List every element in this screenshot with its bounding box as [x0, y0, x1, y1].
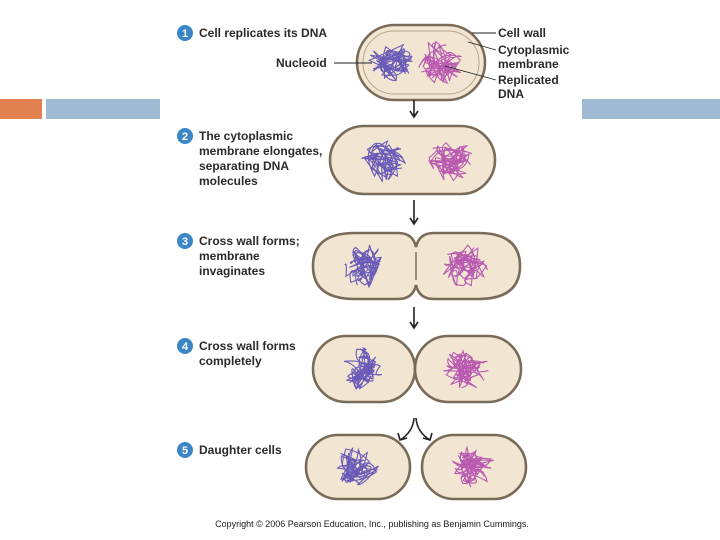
step-5-text-line-1: Daughter cells — [199, 443, 282, 457]
step-1-text-line-1: Cell replicates its DNA — [199, 26, 327, 40]
accent-bar-orange — [0, 99, 42, 119]
step-5-number-circle — [177, 442, 193, 458]
arrow-stage-4-to-5-right — [415, 417, 433, 441]
replicated-dna-leader-line — [444, 65, 497, 81]
stage-2-cell — [328, 124, 497, 196]
step-4-text-line-2: completely — [199, 354, 262, 368]
stage-1-dna-left — [368, 43, 413, 82]
step-3-text-line-2: membrane — [199, 249, 260, 263]
step-2-text-line-2: membrane elongates, — [199, 144, 322, 158]
arrow-stage-4-to-5-left — [397, 417, 415, 441]
stage-2-dna-right — [428, 142, 473, 182]
step-2-number: 2 — [182, 131, 188, 143]
step-3-text-line-3: invaginates — [199, 264, 265, 278]
replicated-dna-label-line-1: Replicated — [498, 73, 559, 87]
nucleoid-label: Nucleoid — [276, 56, 327, 70]
cytoplasmic-membrane-leader-line — [467, 41, 497, 51]
stage-5-dna-left — [336, 447, 379, 486]
step-3-number-circle — [177, 233, 193, 249]
arrow-stage-1-to-2 — [409, 100, 419, 119]
copyright-notice: Copyright © 2006 Pearson Education, Inc.… — [215, 519, 529, 529]
arrow-stage-2-to-3 — [409, 200, 419, 226]
step-2-text-line-1: The cytoplasmic — [199, 129, 293, 143]
stage-3-dna-right — [442, 244, 489, 287]
stage-2-dna-left — [361, 139, 407, 182]
step-3-text-line-1: Cross wall forms; — [199, 234, 300, 248]
step-4-number: 4 — [182, 341, 189, 353]
step-3-number: 3 — [182, 236, 188, 248]
cytoplasmic-membrane-label-line-1: Cytoplasmic — [498, 43, 570, 57]
stage-1-membrane — [362, 30, 480, 95]
stage-4-cell-right — [413, 334, 523, 404]
stage-5-cell-left — [304, 433, 412, 501]
step-5-number: 5 — [182, 445, 188, 457]
step-2-text-line-4: molecules — [199, 174, 258, 188]
accent-bar-blue-left — [46, 99, 160, 119]
arrow-stage-3-to-4 — [409, 307, 419, 330]
stage-5-dna-right — [451, 445, 494, 488]
step-1-number-circle — [177, 25, 193, 41]
replicated-dna-label-line-2: DNA — [498, 87, 524, 101]
cell-wall-label: Cell wall — [498, 26, 546, 40]
cytoplasmic-membrane-label-line-2: membrane — [498, 57, 559, 71]
step-4-number-circle — [177, 338, 193, 354]
stage-3-dna-left — [344, 244, 382, 289]
step-2-text-line-3: separating DNA — [199, 159, 289, 173]
step-2-number-circle — [177, 128, 193, 144]
stage-4-dna-left — [343, 346, 383, 391]
step-1-number: 1 — [182, 28, 188, 40]
accent-bar-blue-right — [582, 99, 720, 119]
stage-4-dna-right — [443, 349, 489, 389]
step-4-text-line-1: Cross wall forms — [199, 339, 296, 353]
stage-1-dna-right — [418, 40, 463, 84]
